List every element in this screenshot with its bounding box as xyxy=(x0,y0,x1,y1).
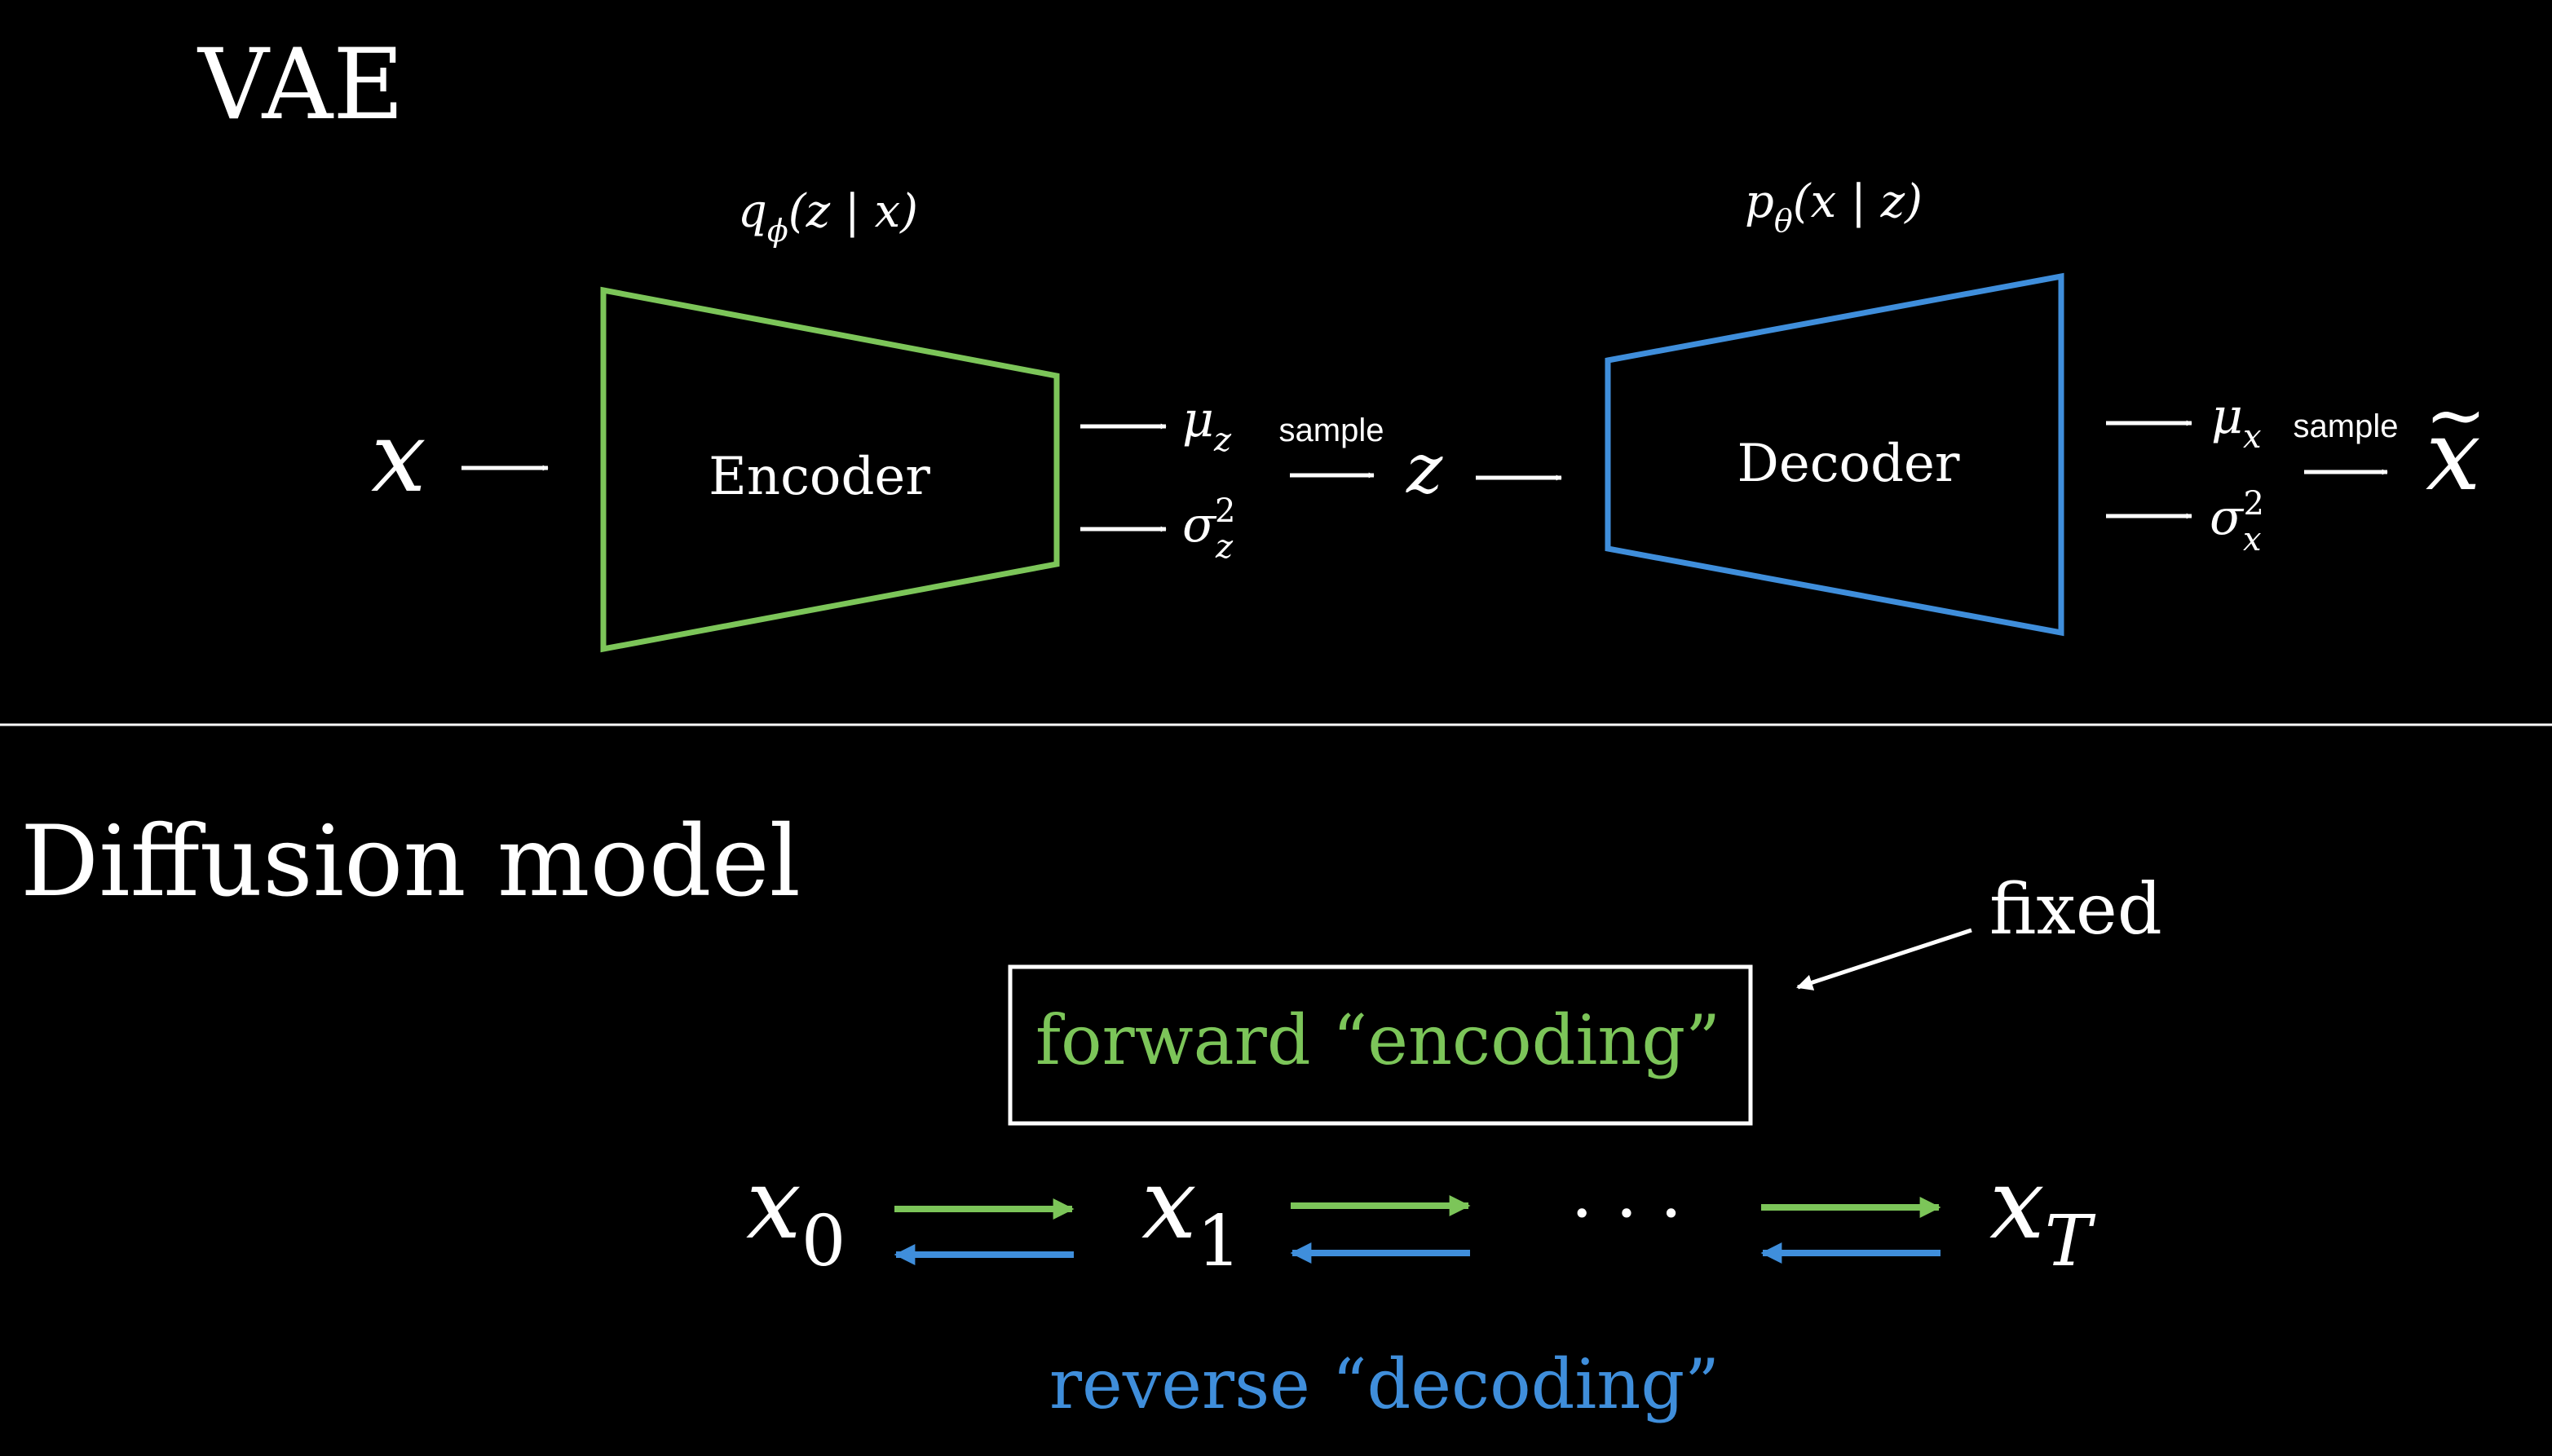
mu-z: μz xyxy=(1182,391,1232,459)
sigma-x: σx2 xyxy=(2210,485,2264,558)
encoder-distribution-label: qϕ(z | x) xyxy=(738,185,918,249)
fixed-arrow xyxy=(1796,928,1972,991)
encoder-block xyxy=(600,286,1060,653)
encoder-label: Encoder xyxy=(709,447,930,507)
vae-title: VAE xyxy=(196,29,404,142)
output-x-tilde: x xyxy=(2426,399,2481,513)
ellipsis: · · · xyxy=(1571,1173,1683,1255)
sample-label-decoder: sample xyxy=(2294,408,2399,444)
decoder-label: Decoder xyxy=(1737,434,1960,494)
sample-label-encoder: sample xyxy=(1279,413,1384,448)
state-x0: x0 xyxy=(746,1148,846,1282)
forward-encoding-box xyxy=(1008,964,1753,1126)
state-xT: xT xyxy=(1989,1148,2096,1282)
sigma-z: σz2 xyxy=(1182,492,1236,566)
latent-z: z xyxy=(1406,429,1443,509)
fixed-label: fixed xyxy=(1989,869,2162,951)
output-tilde-accent: ~ xyxy=(2425,373,2486,458)
forward-encoding-label: forward “encoding” xyxy=(1035,1000,1720,1080)
mu-x: μx xyxy=(2211,388,2262,456)
decoder-distribution-label: pθ(x | z) xyxy=(1745,175,1923,239)
reverse-decoding-label: reverse “decoding” xyxy=(1049,1344,1720,1424)
decoder-block xyxy=(1605,272,2064,637)
input-x: x xyxy=(371,401,426,514)
diffusion-title: Diffusion model xyxy=(20,805,801,919)
state-x1: x1 xyxy=(1141,1148,1241,1282)
